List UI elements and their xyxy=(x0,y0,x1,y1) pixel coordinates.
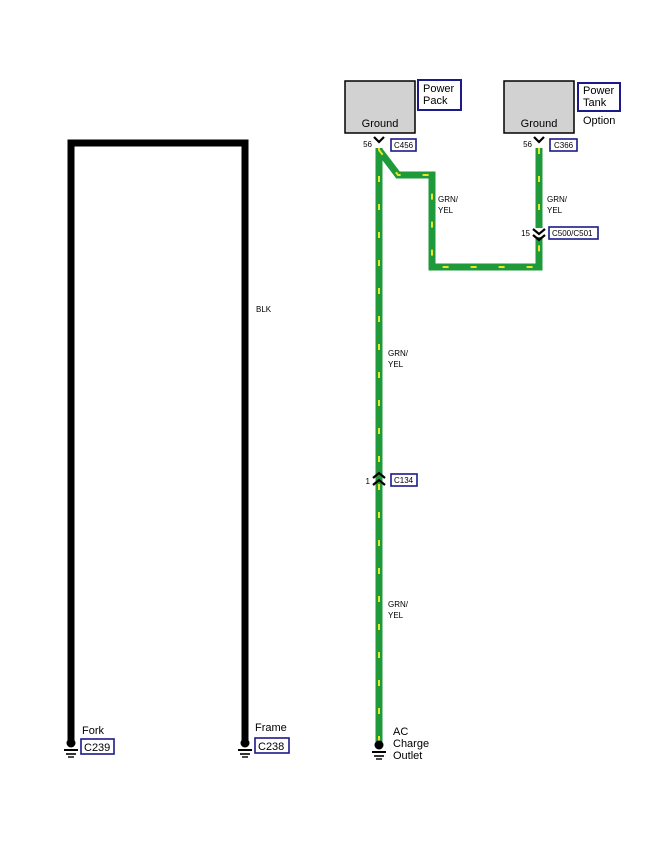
ac-outlet-name-line2: Charge xyxy=(393,738,429,750)
c134-connector-box xyxy=(390,473,418,487)
grn-yel-label-3-line1: GRN/ xyxy=(388,349,409,358)
c366-connector-label: C366 xyxy=(554,141,574,150)
grn-yel-label-1-line1: GRN/ xyxy=(438,195,459,204)
power-tank-module xyxy=(503,80,575,134)
power-tank-option-label: Option xyxy=(583,115,615,127)
c134-connector-icon xyxy=(372,471,386,486)
power-pack-module xyxy=(344,80,416,134)
power-pack-name-line1: Power xyxy=(423,83,455,95)
c456-connector-box xyxy=(390,138,417,152)
power-tank-pin-icon xyxy=(533,136,545,144)
power-pack-name-box xyxy=(417,79,462,111)
fork-ground-icon xyxy=(64,738,78,758)
ac-outlet-ground-icon xyxy=(372,740,386,760)
c366-connector-box xyxy=(549,138,578,152)
c500-pin-number: 15 xyxy=(521,229,530,238)
c239-connector-label: C239 xyxy=(84,742,110,754)
c456-connector-label: C456 xyxy=(394,141,414,150)
c239-connector-box xyxy=(80,738,115,755)
c500-connector-label: C500/C501 xyxy=(552,229,593,238)
ac-outlet-name-line1: AC xyxy=(393,726,408,738)
grn-yel-label-4-line2: YEL xyxy=(388,611,404,620)
power-tank-name-line1: Power xyxy=(583,85,615,97)
grn-yel-label-4-line1: GRN/ xyxy=(388,600,409,609)
frame-ground-name: Frame xyxy=(255,722,287,734)
power-pack-pin-number: 56 xyxy=(363,140,372,149)
power-pack-name-line2: Pack xyxy=(423,95,448,107)
fork-ground-name: Fork xyxy=(82,725,105,737)
blk-wire-label: BLK xyxy=(256,305,272,314)
power-pack-pin-icon xyxy=(373,136,385,144)
grn-yel-label-3-line2: YEL xyxy=(388,360,404,369)
grn-yel-wire-branch xyxy=(376,147,543,271)
power-pack-ground-label: Ground xyxy=(362,118,399,130)
grn-yel-label-2-line1: GRN/ xyxy=(547,195,568,204)
c500-connector-box xyxy=(548,226,599,240)
c238-connector-label: C238 xyxy=(258,741,284,753)
power-tank-pin-number: 56 xyxy=(523,140,532,149)
ac-outlet-name-line3: Outlet xyxy=(393,750,422,762)
grn-yel-label-1-line2: YEL xyxy=(438,206,454,215)
c238-connector-box xyxy=(254,737,290,754)
c134-connector-label: C134 xyxy=(394,476,414,485)
frame-ground-icon xyxy=(238,738,252,758)
blk-wire xyxy=(67,139,249,740)
c134-pin-number: 1 xyxy=(366,477,371,486)
power-tank-ground-label: Ground xyxy=(521,118,558,130)
power-tank-name-box xyxy=(577,82,621,112)
grn-yel-label-2-line2: YEL xyxy=(547,206,563,215)
c500-connector-icon xyxy=(532,228,546,242)
power-tank-name-line2: Tank xyxy=(583,97,607,109)
